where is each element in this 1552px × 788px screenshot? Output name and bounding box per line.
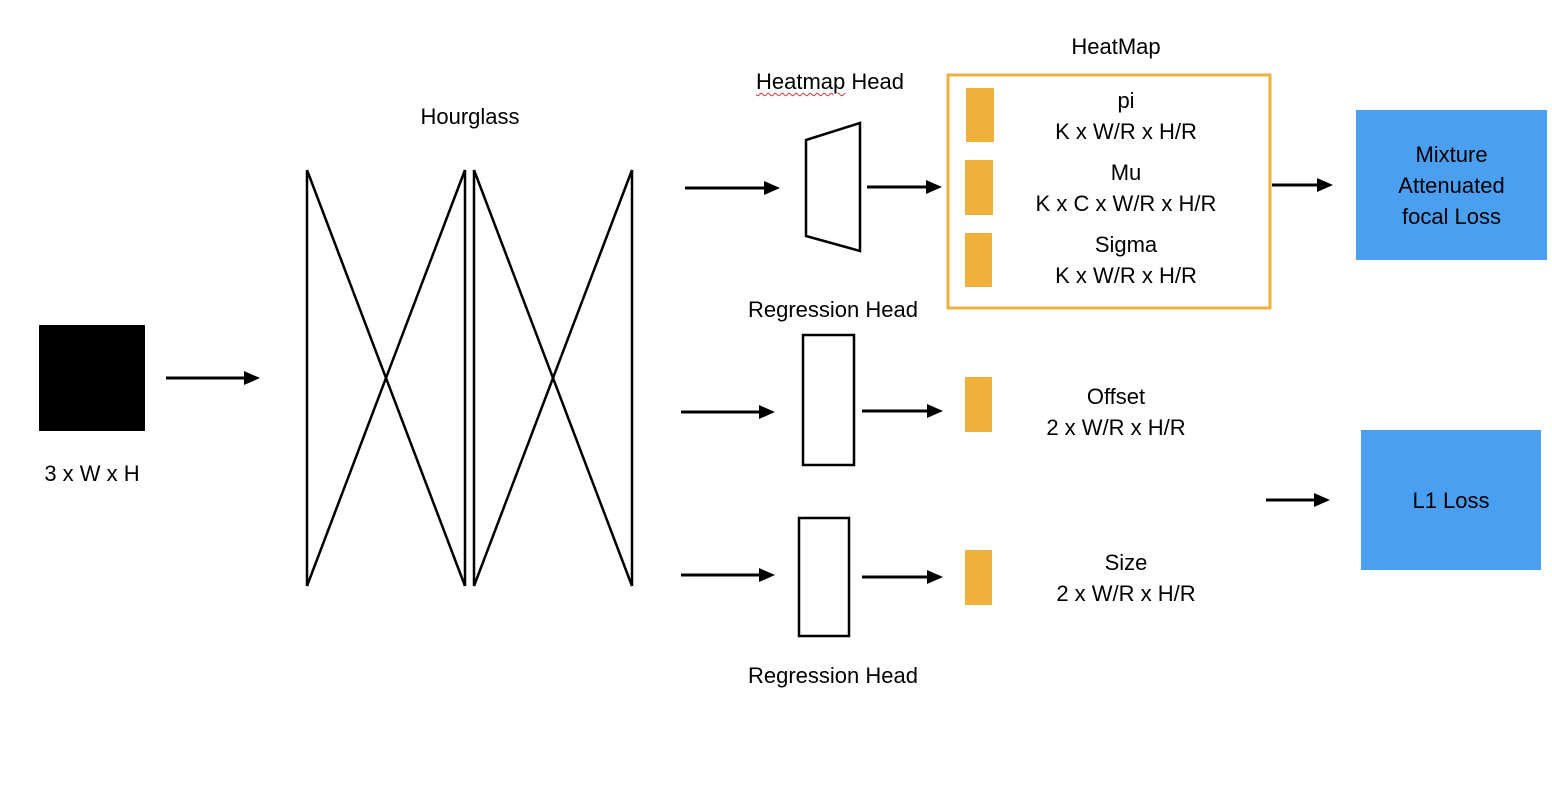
size-feature-map bbox=[965, 550, 992, 605]
heatmap-head-shape bbox=[804, 121, 862, 253]
hourglass-label: Hourglass bbox=[420, 104, 520, 129]
mixture-attenuated-focal-loss-box: Mixture Attenuated focal Loss bbox=[1356, 110, 1547, 260]
l1-loss-box: L1 Loss bbox=[1361, 430, 1541, 570]
sigma-shape: K x W/R x H/R bbox=[1055, 263, 1197, 288]
regression-head-top-shape bbox=[801, 333, 856, 467]
heatmap-head-label: Heatmap Head bbox=[730, 66, 930, 97]
pi-feature-map bbox=[966, 88, 994, 142]
size-name: Size bbox=[1104, 550, 1148, 575]
size-shape: 2 x W/R x H/R bbox=[1056, 581, 1196, 606]
arrow-to-l1-loss bbox=[1266, 493, 1330, 507]
mixture-loss-line1: Mixture bbox=[1415, 141, 1488, 167]
input-tensor-block bbox=[39, 325, 145, 431]
hourglass-module-1 bbox=[305, 169, 467, 587]
arrow-to-regression-head-bottom bbox=[681, 568, 775, 582]
heatmap-head-label-word: Heatmap bbox=[756, 69, 846, 94]
arrow-heatmap-to-mixture-loss bbox=[1272, 178, 1333, 192]
mixture-loss-line2: Attenuated bbox=[1398, 172, 1505, 198]
size-output-label: Size 2 x W/R x H/R bbox=[1010, 547, 1242, 609]
arrow-to-regression-head-top bbox=[681, 405, 775, 419]
offset-shape: 2 x W/R x H/R bbox=[1046, 415, 1186, 440]
regression-head-bottom-shape bbox=[797, 516, 851, 638]
mixture-loss-line3: focal Loss bbox=[1401, 203, 1502, 229]
heatmap-group-title: HeatMap bbox=[1071, 34, 1161, 59]
offset-feature-map bbox=[965, 377, 992, 432]
mu-shape: K x C x W/R x H/R bbox=[1035, 191, 1217, 216]
sigma-feature-map bbox=[965, 233, 992, 287]
mu-feature-map bbox=[965, 160, 993, 215]
sigma-output-label: Sigma K x W/R x H/R bbox=[1000, 229, 1252, 291]
sigma-name: Sigma bbox=[1094, 232, 1158, 257]
offset-output-label: Offset 2 x W/R x H/R bbox=[1000, 381, 1232, 443]
pi-name: pi bbox=[1117, 88, 1135, 113]
arrow-to-heatmap-head bbox=[685, 181, 780, 195]
mu-name: Mu bbox=[1110, 160, 1142, 185]
pi-shape: K x W/R x H/R bbox=[1055, 119, 1197, 144]
regression-head-bottom-label: Regression Head bbox=[748, 663, 918, 688]
arrow-heatmap-head-to-heatmap bbox=[867, 180, 942, 194]
pi-output-label: pi K x W/R x H/R bbox=[1000, 85, 1252, 147]
heatmap-group-border bbox=[946, 73, 1272, 310]
mu-output-label: Mu K x C x W/R x H/R bbox=[1000, 157, 1252, 219]
l1-loss-label: L1 Loss bbox=[1412, 487, 1490, 513]
regression-head-top-label: Regression Head bbox=[748, 297, 918, 322]
arrow-input-to-hourglass bbox=[166, 371, 260, 385]
input-shape-label: 3 x W x H bbox=[44, 461, 140, 486]
offset-name: Offset bbox=[1086, 384, 1146, 409]
arrow-regression-bottom-to-size bbox=[862, 570, 943, 584]
arrow-regression-top-to-offset bbox=[862, 404, 943, 418]
heatmap-head-label-suffix: Head bbox=[845, 69, 904, 94]
hourglass-module-2 bbox=[472, 169, 634, 587]
